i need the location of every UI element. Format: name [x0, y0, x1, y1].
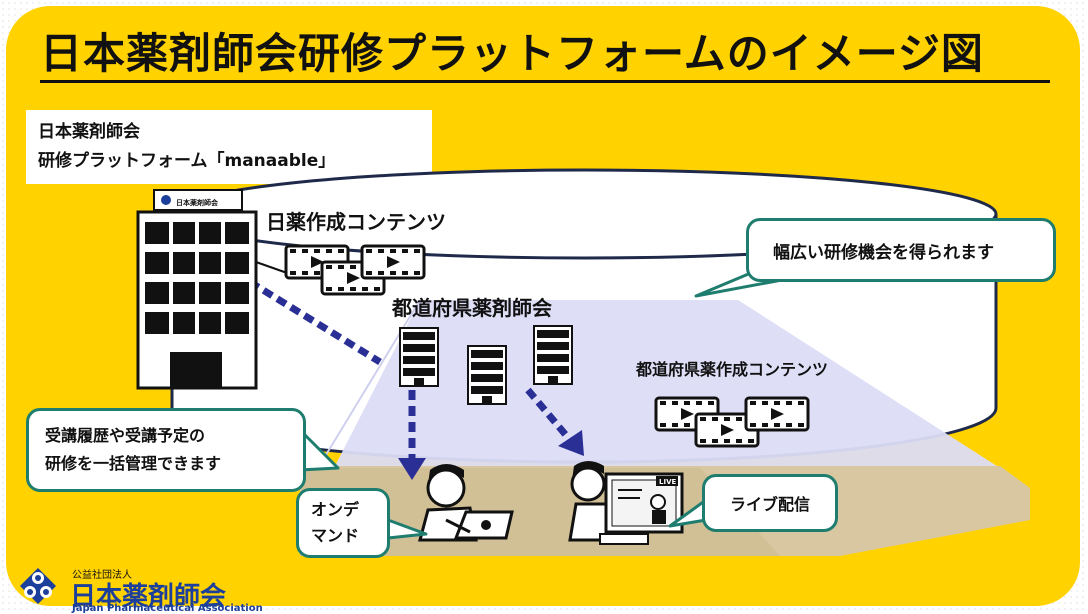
footer-org-type: 公益社団法人: [72, 570, 132, 581]
light-cone: [334, 300, 1000, 468]
bubble-history-line2: 研修を一括管理できます: [45, 454, 222, 473]
bubble-ondemand-line1: オンデ: [311, 500, 360, 519]
prefectural-contents-label: 都道府県薬作成コンテンツ: [636, 360, 829, 379]
arrow-jpa-to-prefecture: [248, 279, 382, 365]
jpa-building-icon: 日本薬剤師会: [136, 189, 258, 390]
live-tag-text: LIVE: [659, 478, 676, 486]
jpa-contents-label: 日薬作成コンテンツ: [266, 210, 446, 234]
platform-label-line1: 日本薬剤師会: [38, 122, 140, 142]
footer-org-english: Japan Pharmaceutical Association: [72, 603, 263, 614]
jpa-building-sign-text: 日本薬剤師会: [176, 198, 219, 207]
page-title: 日本薬剤師会研修プラットフォームのイメージ図: [40, 29, 984, 78]
arrow-live: [525, 387, 584, 456]
connector-line-contents: [255, 261, 291, 275]
title-underline: [40, 80, 1050, 83]
platform-label: 日本薬剤師会 研修プラットフォーム「manaable」: [26, 110, 432, 184]
prefecture-video-icon-3: [744, 396, 810, 432]
live-monitor-icon: LIVE: [568, 461, 684, 545]
footer-org-name: 日本薬剤師会: [70, 582, 227, 612]
student-laptop-icon: [418, 464, 514, 542]
jpa-video-icon-3: [360, 244, 426, 280]
bubble-ondemand: オンデ マンド: [296, 488, 390, 558]
prefecture-building-icon-1: [399, 327, 439, 387]
jpa-logo-icon: [20, 568, 56, 604]
platform-label-line2: 研修プラットフォーム「manaable」: [38, 151, 336, 171]
arrow-ondemand: [398, 390, 426, 480]
bubble-live: ライブ配信: [702, 474, 838, 532]
bubble-ondemand-line2: マンド: [311, 526, 360, 545]
bubble-opportunities-text: 幅広い研修機会を得られます: [773, 242, 994, 263]
prefectural-association-label: 都道府県薬剤師会: [392, 296, 552, 320]
bubble-live-text: ライブ配信: [729, 495, 810, 514]
bubble-history: 受講履歴や受講予定の 研修を一括管理できます: [26, 408, 306, 492]
prefecture-building-icon-3: [533, 325, 573, 385]
prefecture-building-icon-2: [467, 345, 507, 405]
bubble-opportunities: 幅広い研修機会を得られます: [746, 218, 1056, 282]
bubble-history-line1: 受講履歴や受講予定の: [45, 426, 206, 445]
